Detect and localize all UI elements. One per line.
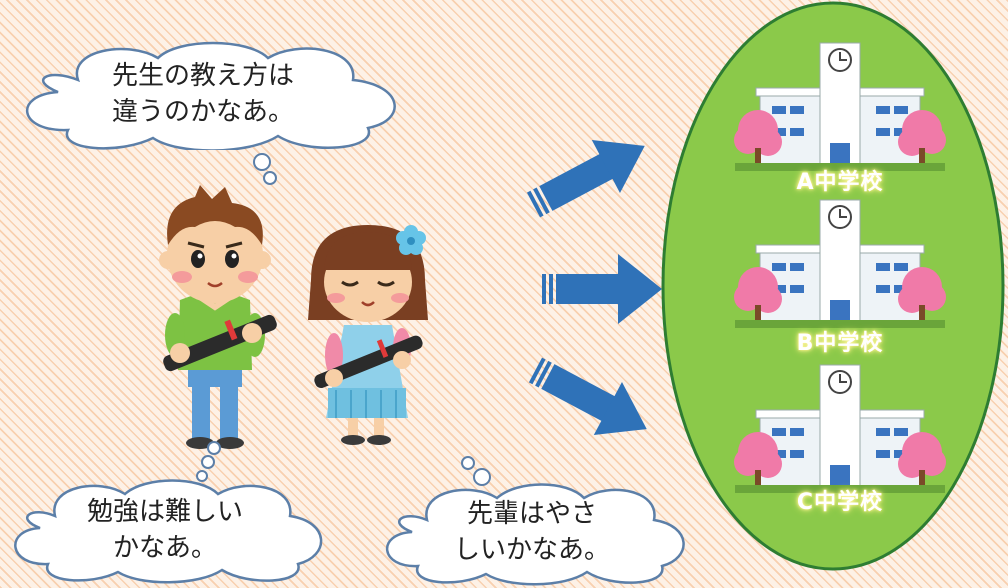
girl-illustration xyxy=(308,225,428,445)
boy-illustration xyxy=(159,185,277,449)
bubble-line-2: かなあ。 xyxy=(112,533,217,563)
school-building-icon xyxy=(734,364,946,493)
thought-trail-icon xyxy=(461,456,491,486)
bubble-line-2: 違うのかなあ。 xyxy=(111,97,294,127)
school-label: C中学校 xyxy=(796,490,884,515)
school-building-icon xyxy=(734,199,946,328)
thought-cloud-icon xyxy=(14,479,323,584)
bubble-line-1: 勉強は難しい xyxy=(86,497,243,527)
bubble-line-2: しいかなあ。 xyxy=(453,535,610,565)
school-label: A中学校 xyxy=(796,170,884,195)
thought-bubble-senpai: 先輩はやさ しいかなあ。 xyxy=(372,482,692,586)
arrow-icon xyxy=(526,140,645,218)
school-label: B中学校 xyxy=(796,331,884,356)
arrow-icon xyxy=(528,357,647,435)
thought-bubble-study: 勉強は難しい かなあ。 xyxy=(0,478,330,584)
bubble-line-1: 先輩はやさ xyxy=(466,499,597,529)
thought-bubble-teacher: 先生の教え方は 違うのかなあ。 xyxy=(8,40,408,150)
school-building-icon xyxy=(734,42,946,171)
arrow-icon xyxy=(542,254,662,324)
bubble-line-1: 先生の教え方は xyxy=(111,61,294,91)
school-b: B中学校 xyxy=(730,195,950,356)
thought-trail-icon xyxy=(196,441,221,482)
school-c: C中学校 xyxy=(730,360,950,520)
school-a: A中学校 xyxy=(730,38,950,198)
thought-trail-icon xyxy=(253,153,277,185)
thought-cloud-icon xyxy=(26,41,396,150)
thought-cloud-icon xyxy=(385,483,685,586)
